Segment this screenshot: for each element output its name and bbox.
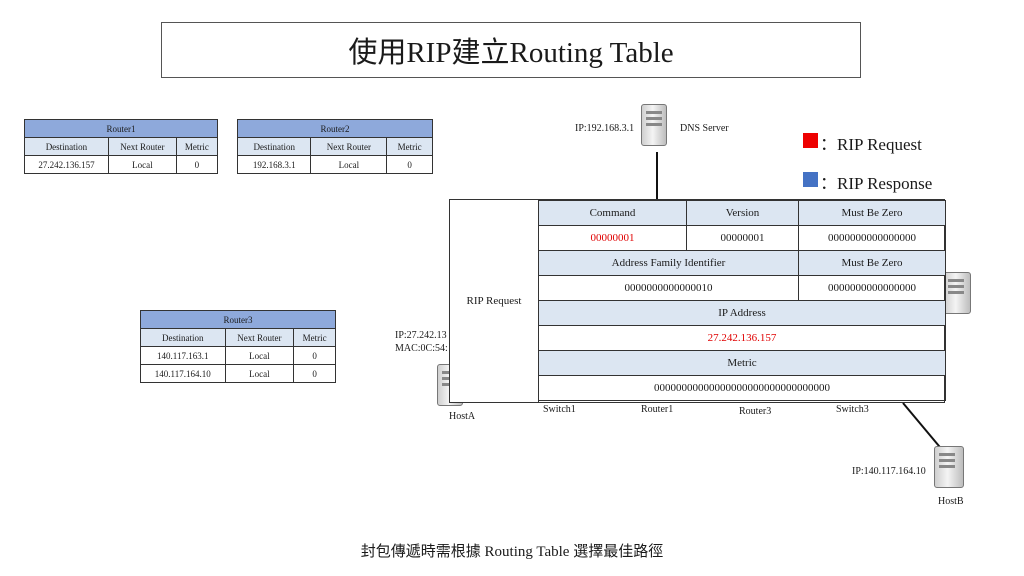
must-be-zero2-header: Must Be Zero xyxy=(798,250,946,276)
footer-caption: 封包傳遞時需根據 Routing Table 選擇最佳路徑 xyxy=(360,544,664,560)
switch1-label: Switch1 xyxy=(543,404,576,415)
col-destination: Destination xyxy=(24,137,109,156)
command-value: 00000001 xyxy=(538,225,687,251)
hostb-icon xyxy=(934,446,964,488)
dns-ip: IP:192.168.3.1 xyxy=(575,123,635,134)
router3-name: Router3 xyxy=(140,310,336,329)
table-row: 27.242.136.157 Local 0 xyxy=(24,155,219,174)
col-destination: Destination xyxy=(236,137,312,156)
hosta-ip: IP:27.242.13 xyxy=(395,330,447,341)
col-metric: Metric xyxy=(293,328,336,347)
router2-name: Router2 xyxy=(237,119,433,138)
hostb-ip: IP:140.117.164.10 xyxy=(852,466,926,477)
hosta-name: HostA xyxy=(449,411,476,422)
cell-next-router: Local xyxy=(310,155,388,174)
metric-header: Metric xyxy=(538,350,946,376)
metric-value: 00000000000000000000000000000000 xyxy=(538,375,946,401)
col-next-router: Next Router xyxy=(107,137,177,156)
hostb-name: HostB xyxy=(938,496,964,507)
must-be-zero-header: Must Be Zero xyxy=(798,200,946,226)
must-be-zero-value: 0000000000000000 xyxy=(798,225,946,251)
version-value: 00000001 xyxy=(686,225,799,251)
version-header: Version xyxy=(686,200,799,226)
table-row: 192.168.3.1 Local 0 xyxy=(236,155,433,174)
cell-next-router: Local xyxy=(224,346,295,365)
router3-label: Router3 xyxy=(739,406,772,417)
afi-value: 0000000000000010 xyxy=(538,275,799,301)
dns-server-icon xyxy=(641,104,667,146)
command-header: Command xyxy=(538,200,687,226)
server-icon xyxy=(943,272,971,314)
packet-fields: Command Version Must Be Zero 00000001 00… xyxy=(538,200,946,401)
afi-header: Address Family Identifier xyxy=(538,250,799,276)
hostb-link xyxy=(902,402,945,453)
cell-metric: 0 xyxy=(175,155,219,174)
router1-name: Router1 xyxy=(24,119,218,138)
legend-request-label: ：RIP Request xyxy=(820,135,922,154)
must-be-zero2-value: 0000000000000000 xyxy=(798,275,946,301)
router2-table: Router2 Destination Next Router Metric 1… xyxy=(236,119,433,174)
ip-address-header: IP Address xyxy=(538,300,946,326)
packet-label: RIP Request xyxy=(450,200,539,402)
legend-response-label: ：RIP Response xyxy=(820,174,933,193)
cell-next-router: Local xyxy=(224,364,295,383)
cell-destination: 192.168.3.1 xyxy=(236,155,312,174)
cell-next-router: Local xyxy=(107,155,177,174)
col-metric: Metric xyxy=(386,137,433,156)
router1-label: Router1 xyxy=(641,404,674,415)
cell-metric: 0 xyxy=(386,155,433,174)
dns-name: DNS Server xyxy=(680,123,729,134)
router3-table: Router3 Destination Next Router Metric 1… xyxy=(140,310,336,383)
router1-table: Router1 Destination Next Router Metric 2… xyxy=(24,119,219,174)
legend-request-swatch xyxy=(803,133,818,148)
hosta-mac: MAC:0C:54: xyxy=(395,343,448,354)
ip-address-value: 27.242.136.157 xyxy=(538,325,946,351)
rip-packet: RIP Request Command Version Must Be Zero… xyxy=(449,199,946,403)
slide-title: 使用RIP建立Routing Table xyxy=(161,22,861,78)
col-destination: Destination xyxy=(140,328,226,347)
switch3-label: Switch3 xyxy=(836,404,869,415)
cell-metric: 0 xyxy=(293,364,336,383)
legend-response-swatch xyxy=(803,172,818,187)
table-row: 140.117.164.10 Local 0 xyxy=(140,364,336,383)
